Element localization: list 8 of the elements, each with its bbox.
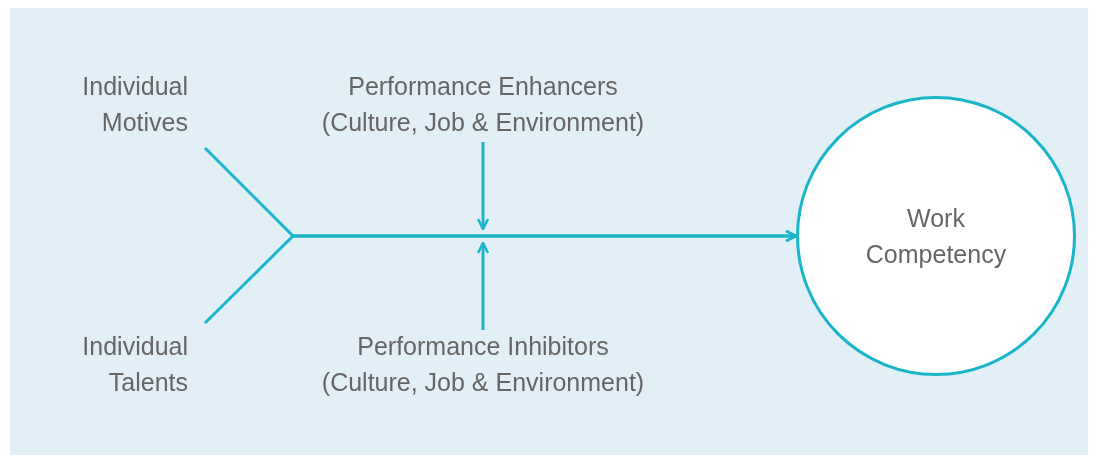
- node-label: Individual Motives: [40, 68, 188, 140]
- node-label: Individual Talents: [40, 328, 188, 400]
- node-label: Work Competency: [864, 203, 1008, 270]
- arrow: [476, 241, 490, 330]
- arrow: [203, 229, 798, 325]
- arrow: [476, 142, 490, 231]
- node-label: Performance Inhibitors (Culture, Job & Environment): [308, 328, 658, 400]
- node-label: Performance Enhancers (Culture, Job & Environment): [308, 68, 658, 140]
